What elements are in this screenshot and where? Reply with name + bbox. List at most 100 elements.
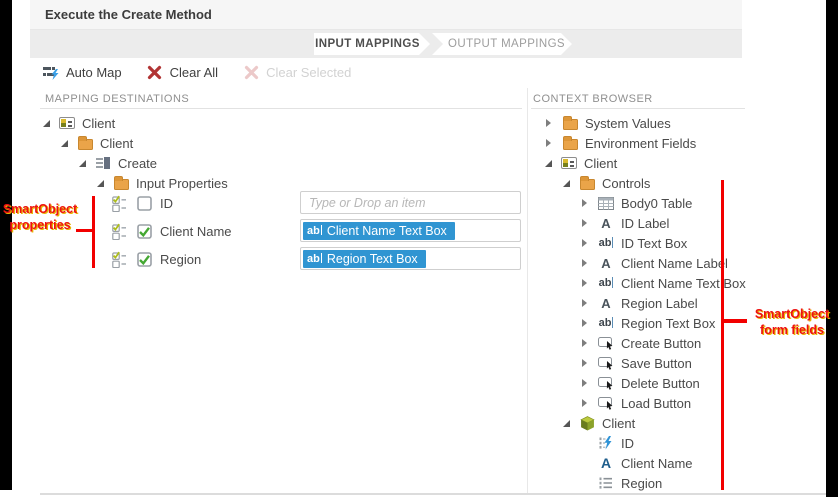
property-row-client-name[interactable]: Client Name xyxy=(110,218,232,244)
tree-expanded-arrow[interactable] xyxy=(545,159,552,167)
tree-collapsed-arrow[interactable] xyxy=(582,259,587,267)
annotation-right-line2: form fields xyxy=(760,323,824,337)
property-row-region[interactable]: Region xyxy=(110,246,201,272)
tab-input-mappings[interactable]: INPUT MAPPINGS xyxy=(314,33,430,55)
tree-expanded-arrow[interactable] xyxy=(563,179,570,187)
tab-output-mappings-label: OUTPUT MAPPINGS xyxy=(448,38,565,50)
tab-output-mappings[interactable]: OUTPUT MAPPINGS xyxy=(432,33,572,55)
tree-collapsed-arrow[interactable] xyxy=(582,339,587,347)
tree-expanded-arrow[interactable] xyxy=(61,139,68,147)
tree-item-id-text-box[interactable]: ab ID Text Box xyxy=(581,233,687,253)
right-edge-black-bar xyxy=(826,0,838,497)
tree-expanded-arrow[interactable] xyxy=(563,419,570,427)
tree-item-label: Client xyxy=(602,415,636,431)
dialog-header: Execute the Create Method xyxy=(30,0,742,30)
button-icon xyxy=(597,336,615,350)
property-label: ID xyxy=(160,195,173,211)
tree-collapsed-arrow[interactable] xyxy=(582,279,587,287)
left-bracket-vertical-line xyxy=(92,196,95,268)
clear-all-button[interactable]: Clear All xyxy=(146,65,218,80)
tree-item-region-text-box[interactable]: ab Region Text Box xyxy=(581,313,715,333)
list-property-icon xyxy=(597,476,615,490)
textbox-icon: ab xyxy=(598,317,614,329)
tree-expanded-arrow[interactable] xyxy=(79,159,86,167)
tree-item-label: Load Button xyxy=(621,395,692,411)
tree-item-label: Body0 Table xyxy=(621,195,693,211)
tree-item-client[interactable]: Client xyxy=(563,413,635,433)
tree-item-region[interactable]: Region xyxy=(581,473,662,493)
checkbox-region[interactable] xyxy=(135,251,153,267)
tree-item-client[interactable]: Client xyxy=(545,153,617,173)
tree-collapsed-arrow[interactable] xyxy=(546,139,551,147)
property-icon xyxy=(110,223,128,240)
annotation-left-line2: properties xyxy=(9,218,71,232)
textbox-icon: ab xyxy=(598,237,614,249)
tree-item-load-button[interactable]: Load Button xyxy=(581,393,691,413)
clear-selected-label: Clear Selected xyxy=(266,64,352,80)
auto-map-label: Auto Map xyxy=(66,64,122,80)
tree-collapsed-arrow[interactable] xyxy=(582,199,587,207)
button-icon xyxy=(597,396,615,410)
tree-item-create-button[interactable]: Create Button xyxy=(581,333,701,353)
tree-item-label: ID Text Box xyxy=(621,235,688,251)
annotation-left-line1: SmartObject xyxy=(2,202,78,216)
tree-expanded-arrow[interactable] xyxy=(97,179,104,187)
tree-item-system-values[interactable]: System Values xyxy=(545,113,671,133)
tree-collapsed-arrow[interactable] xyxy=(582,399,587,407)
tab-strip: INPUT MAPPINGS OUTPUT MAPPINGS xyxy=(30,30,742,58)
tree-item-label: Client Name Label xyxy=(621,255,728,271)
tree-collapsed-arrow[interactable] xyxy=(582,239,587,247)
tree-collapsed-arrow[interactable] xyxy=(582,379,587,387)
tree-item-save-button[interactable]: Save Button xyxy=(581,353,692,373)
tree-item-environment-fields[interactable]: Environment Fields xyxy=(545,133,696,153)
tree-item-create[interactable]: Create xyxy=(79,153,157,173)
method-icon xyxy=(94,156,112,170)
tree-item-label: Client Name Text Box xyxy=(621,275,746,291)
tree-item-label: ID xyxy=(621,435,634,451)
textbox-icon: ab xyxy=(307,224,322,237)
tree-item-label: Region xyxy=(621,475,663,491)
tree-item-label: Delete Button xyxy=(621,375,700,391)
smartobject-icon xyxy=(578,415,596,431)
tree-item-label: Create xyxy=(118,155,158,171)
tree-item-label: Region Label xyxy=(621,295,698,311)
tree-item-client-name-text-box[interactable]: ab Client Name Text Box xyxy=(581,273,746,293)
tree-collapsed-arrow[interactable] xyxy=(582,219,587,227)
checkbox-id[interactable] xyxy=(135,195,153,211)
tree-collapsed-arrow[interactable] xyxy=(546,119,551,127)
folder-icon xyxy=(561,136,579,150)
right-bracket-vertical-line xyxy=(721,180,724,490)
clear-selected-button: Clear Selected xyxy=(242,65,351,80)
annotation-right-line1: SmartObject xyxy=(754,307,830,321)
context-browser-title: CONTEXT BROWSER xyxy=(533,93,653,105)
tree-item-label: Controls xyxy=(602,175,651,191)
tree-item-id[interactable]: ID xyxy=(581,433,634,453)
tree-item-input-properties[interactable]: Input Properties xyxy=(97,173,228,193)
tree-item-client[interactable]: Client xyxy=(61,133,133,153)
textbox-icon: ab xyxy=(598,277,614,289)
property-row-id[interactable]: ID xyxy=(110,190,173,216)
tree-item-controls[interactable]: Controls xyxy=(563,173,650,193)
tree-item-delete-button[interactable]: Delete Button xyxy=(581,373,700,393)
mapping-field-id[interactable]: Type or Drop an item xyxy=(300,191,521,214)
auto-map-button[interactable]: Auto Map xyxy=(42,65,122,80)
tree-collapsed-arrow[interactable] xyxy=(582,359,587,367)
checkbox-client-name[interactable] xyxy=(135,223,153,239)
tree-item-body0-table[interactable]: Body0 Table xyxy=(581,193,692,213)
tree-item-label: Region Text Box xyxy=(621,315,716,331)
tree-item-client[interactable]: Client xyxy=(43,113,115,133)
tree-expanded-arrow[interactable] xyxy=(43,119,50,127)
toolbar: Auto Map Clear All Clear Selected xyxy=(30,58,742,86)
folder-icon xyxy=(561,116,579,130)
tree-collapsed-arrow[interactable] xyxy=(582,299,587,307)
tree-collapsed-arrow[interactable] xyxy=(582,319,587,327)
